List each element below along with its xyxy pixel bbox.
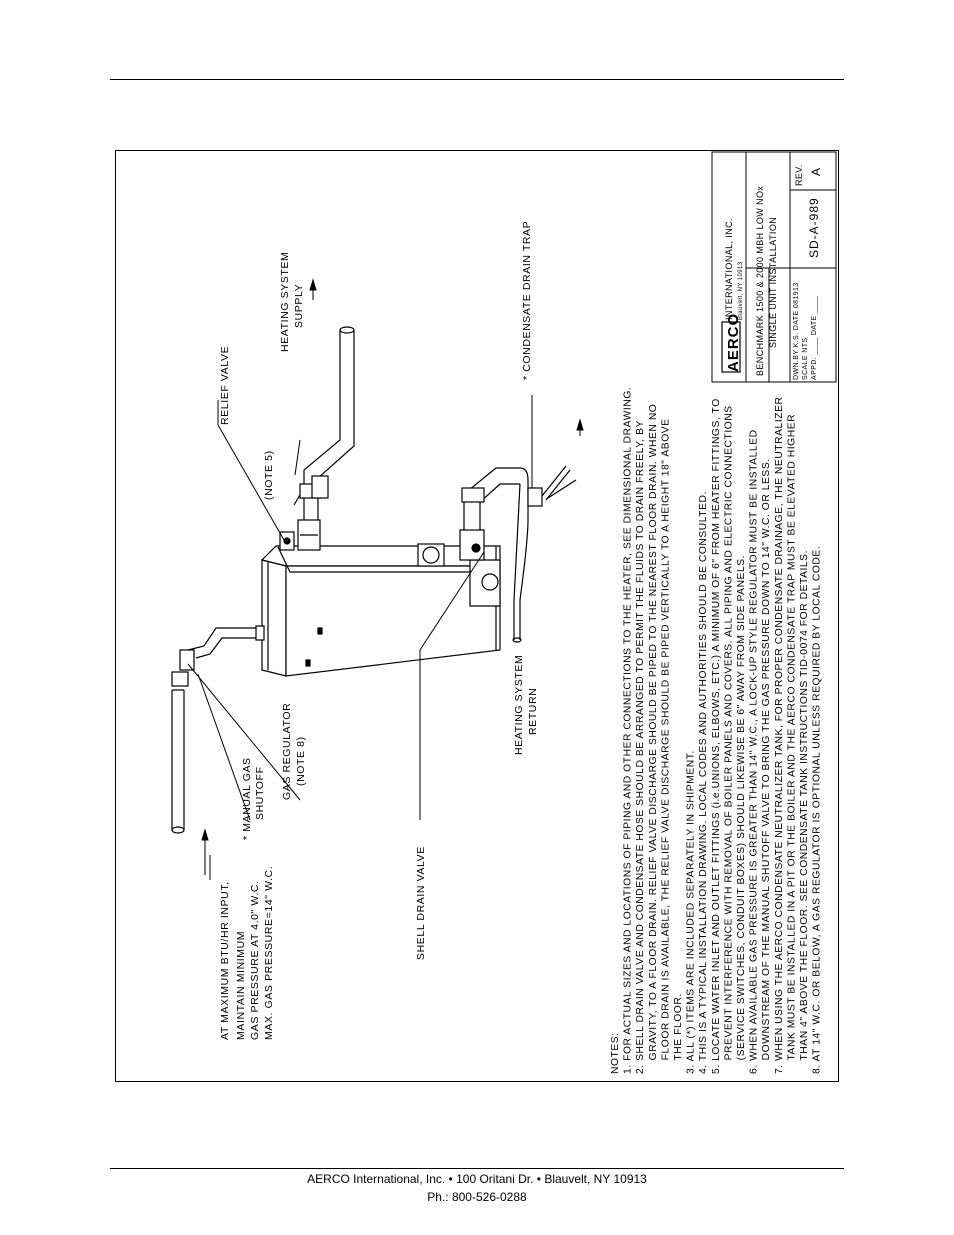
note-line: 5. LOCATE WATER INLET AND OUTLET FITTING… (711, 398, 722, 1074)
gas-regulator-label-1: GAS REGULATOR (281, 703, 293, 800)
heating-supply-label-2: SUPPLY (293, 284, 305, 328)
note-line: THAN 4" ABOVE THE FLOOR. SEE CONDENSATE … (799, 550, 810, 1074)
header-rule (110, 79, 844, 80)
boiler-illustration (171, 326, 577, 834)
drawn-by: DWN.BY K.S. DATE 081913 (793, 282, 800, 380)
note-line: FLOOR DRAIN IS AVAILABLE, THE RELIEF VAL… (660, 418, 671, 1074)
drawing-title-2: SINGLE UNIT INSTALLATION (768, 217, 778, 348)
note-line: (SERVICE SWITCHES, CONDUIT BOXES) SHOULD… (736, 555, 747, 1074)
footer-rule (110, 1168, 844, 1169)
note-line: DOWNSTREAM OF THE MANUAL SHUTOFF VALVE T… (761, 458, 772, 1074)
gas-input-label-1: AT MAXIMUM BTU/HR INPUT, (219, 881, 231, 1040)
callout-labels: AT MAXIMUM BTU/HR INPUT, MAINTAIN MINIMU… (219, 221, 539, 1040)
footer-address: AERCO International, Inc. • 100 Oritani … (307, 1172, 647, 1186)
rev-label: REV. (794, 164, 804, 186)
heating-return-label-1: HEATING SYSTEM (513, 655, 525, 755)
manual-gas-label-1: * MANUAL GAS (241, 757, 253, 840)
shell-drain-label: SHELL DRAIN VALVE (415, 846, 427, 960)
notes-title: NOTES: (610, 1032, 621, 1074)
note-line: 4. THIS IS A TYPICAL INSTALLATION DRAWIN… (698, 491, 709, 1074)
rev-value: A (809, 168, 823, 176)
drawing-title-1: BENCHMARK 1500 & 2000 MBH LOW NOx (755, 186, 765, 376)
supply-piping (279, 326, 355, 551)
aerco-logo: AERCO (725, 313, 742, 372)
boiler-unit (260, 543, 501, 677)
manual-gas-label-2: SHUTOFF (254, 766, 266, 820)
notes-block: NOTES: 1. FOR ACTUAL SIZES AND LOCATIONS… (610, 387, 823, 1074)
gas-regulator-label-2: (NOTE 8) (295, 736, 307, 786)
title-block (711, 151, 837, 383)
note-line: 2. SHELL DRAIN VALVE AND CONDENSATE HOSE… (635, 420, 646, 1074)
footer-phone: Ph.: 800-526-0288 (427, 1190, 527, 1204)
drawing-number: SD-A-989 (807, 197, 821, 258)
note-line: 8. AT 14" W.C. OR BELOW, A GAS REGULATOR… (812, 546, 823, 1074)
note-line: 1. FOR ACTUAL SIZES AND LOCATIONS OF PIP… (623, 387, 634, 1074)
note-line: THE FLOOR. (673, 993, 684, 1074)
note-line: 7. WHEN USING THE AERCO CONDENSATE NEUTR… (774, 397, 785, 1074)
company-address: Blauvelt, NY 10913 (738, 261, 744, 320)
gas-input-label-4: MAX. GAS PRESSURE=14" W.C. (263, 866, 275, 1040)
note-line: PREVENT INTERFERENCE WITH REMOVAL OF BOI… (723, 405, 734, 1074)
leader-lines (187, 278, 584, 880)
scale: SCALE NTS (802, 338, 809, 381)
condensate-trap (527, 465, 577, 507)
company-name: INTERNATIONAL, INC. (724, 218, 734, 320)
approved: APPD. ____ DATE ____ (811, 296, 818, 380)
heating-supply-label-1: HEATING SYSTEM (279, 252, 291, 352)
note5-label: (NOTE 5) (263, 450, 275, 500)
note-line: 6. WHEN AVAILABLE GAS PRESSURE IS GREATE… (749, 429, 760, 1074)
gas-input-label-2: MAINTAIN MINIMUM (235, 931, 247, 1040)
condensate-trap-label: * CONDENSATE DRAIN TRAP (521, 221, 533, 380)
heating-return-label-2: RETURN (527, 688, 539, 735)
relief-valve-label: RELIEF VALVE (219, 346, 231, 425)
note-line: TANK MUST BE INSTALLED IN A PIT OR THE B… (786, 414, 797, 1074)
drawing-frame (115, 150, 839, 1082)
title-block-text: AERCO INTERNATIONAL, INC. Blauvelt, NY 1… (724, 164, 823, 380)
gas-input-label-3: GAS PRESSURE AT 4.0" W.C. (249, 880, 261, 1040)
gas-pipe (171, 625, 265, 834)
return-piping (459, 467, 529, 643)
note-line: 3. ALL (*) ITEMS ARE INCLUDED SEPARATELY… (686, 750, 697, 1074)
note-line: GRAVITY, TO A FLOOR DRAIN. RELIEF VALVE … (648, 404, 659, 1074)
